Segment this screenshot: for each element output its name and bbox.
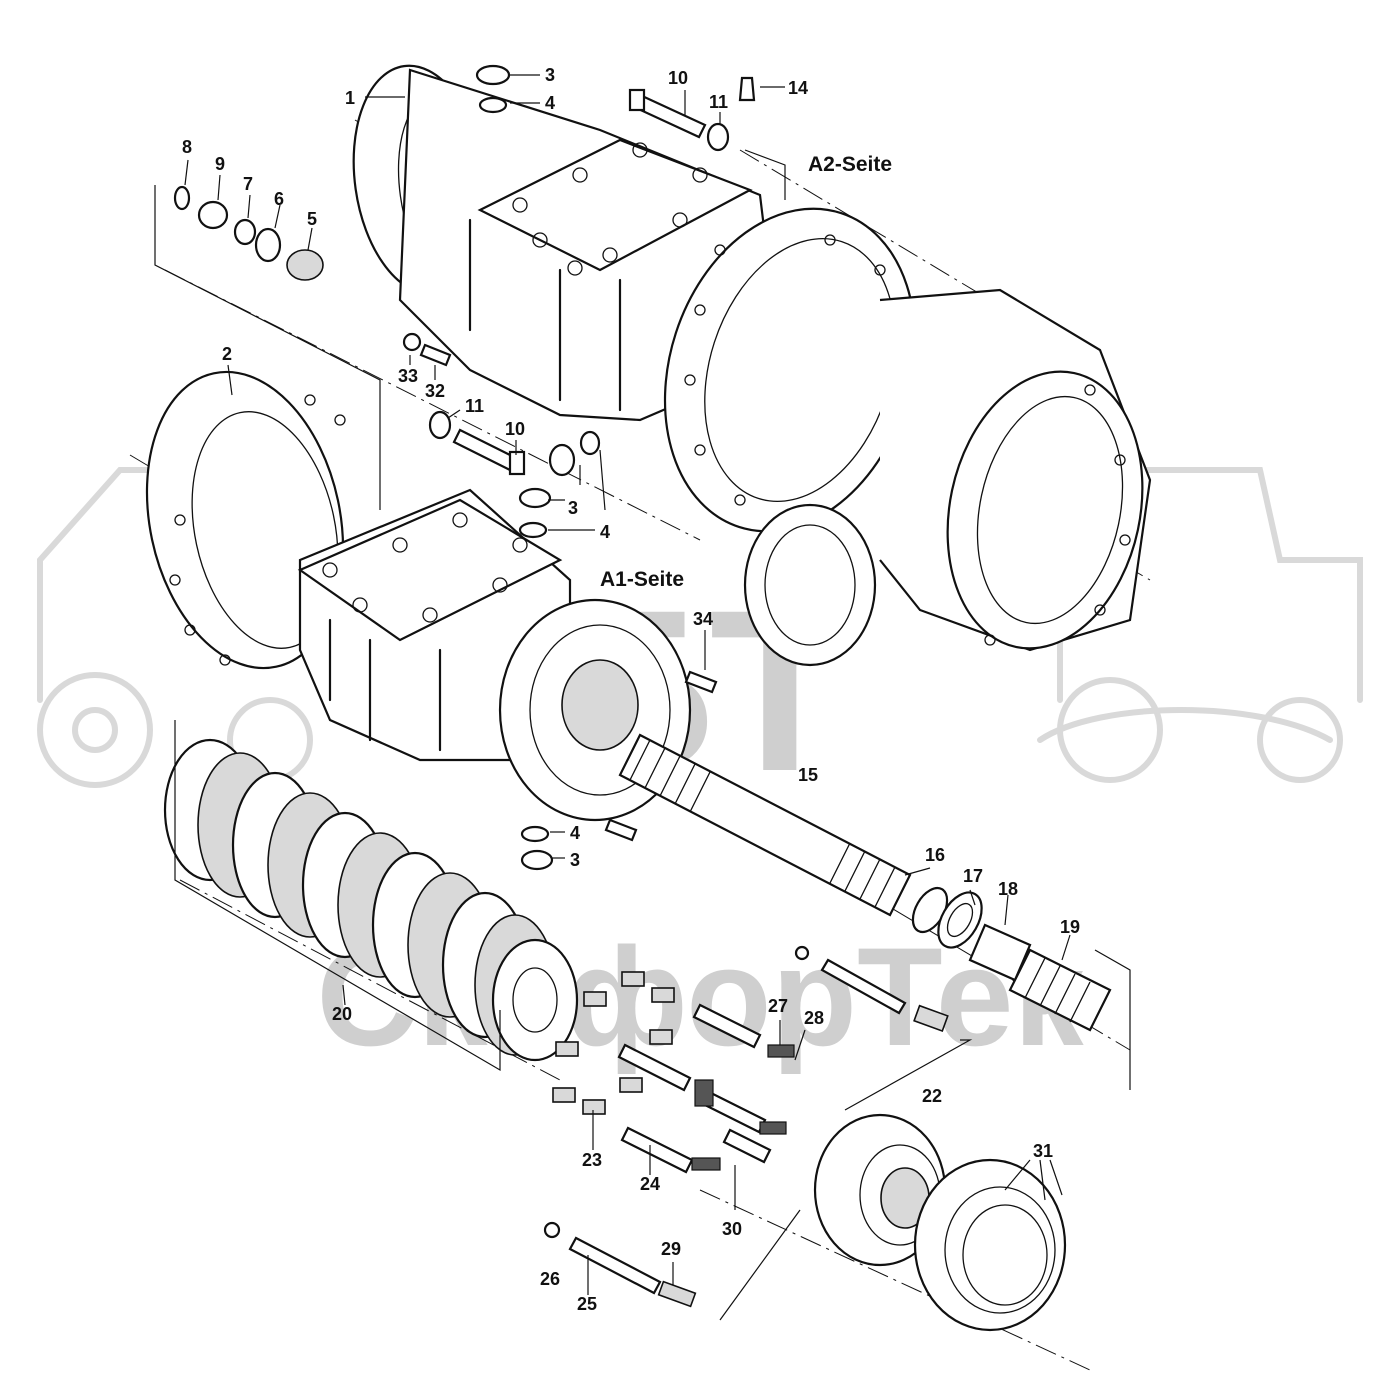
callout-15: 15 [798,765,818,785]
callout-6: 6 [274,189,284,209]
brake-disc-pack-20 [163,738,579,1062]
upper-flange-a2 [663,207,1152,667]
callout-9: 9 [215,154,225,174]
callout-25: 25 [577,1294,597,1314]
callout-11: 11 [709,92,728,112]
callout-26: 26 [540,1269,560,1289]
pistons-31 [813,1113,1067,1332]
small-fittings [543,945,810,1239]
callout-11: 11 [465,396,484,416]
callout-19: 19 [1060,917,1080,937]
callout-4: 4 [600,522,610,542]
callout-16: 16 [925,845,945,865]
callout-23: 23 [582,1150,602,1170]
lower-housing-a1 [145,370,692,822]
callout-4: 4 [570,823,580,843]
callout-27: 27 [768,996,788,1016]
callout-22: 22 [922,1086,942,1106]
upper-housing-bolt-holes [512,142,708,276]
callout-31: 31 [1033,1141,1053,1161]
leader-lines [154,74,1131,1321]
callout-34: 34 [693,609,713,629]
callout-24: 24 [640,1174,660,1194]
lower-housing-bolt-holes [169,394,528,666]
callout-4: 4 [545,93,555,113]
small-parts-top [173,64,756,871]
callout-10: 10 [668,68,688,88]
shaft-parts-16-19 [911,886,1112,1032]
callout-5: 5 [307,209,317,229]
callout-29: 29 [661,1239,681,1259]
flange-bolt-holes [684,234,1131,646]
callout-30: 30 [722,1219,742,1239]
callout-33: 33 [398,366,418,386]
callout-numbers: 1 2 3 3 3 4 4 4 5 6 7 8 9 10 10 11 11 14… [182,65,1080,1314]
callout-2: 2 [222,344,232,364]
callout-3: 3 [568,498,578,518]
callout-32: 32 [425,381,445,401]
callout-28: 28 [804,1008,824,1028]
callout-20: 20 [332,1004,352,1024]
callout-17: 17 [963,866,983,886]
springs-and-pins [543,945,949,1308]
callout-1: 1 [345,88,355,108]
callout-18: 18 [998,879,1018,899]
callout-7: 7 [243,174,253,194]
callout-8: 8 [182,137,192,157]
callout-3: 3 [545,65,555,85]
shaft-15 [618,733,912,917]
pins [568,958,907,1295]
side-label-a1: A1-Seite [600,568,684,591]
callout-10: 10 [505,419,525,439]
callout-14: 14 [788,78,808,98]
callout-3: 3 [570,850,580,870]
springs [552,971,949,1308]
side-label-a2: A2-Seite [808,153,892,176]
